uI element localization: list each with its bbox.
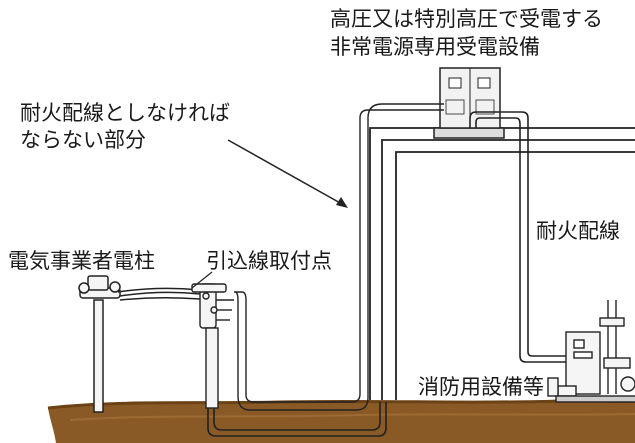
fireproof-wiring-line bbox=[469, 111, 568, 363]
utility-pole bbox=[78, 275, 201, 413]
equipment-label-line1: 高圧又は特別高圧で受電する bbox=[330, 7, 603, 31]
service-point-leader bbox=[191, 271, 213, 289]
fire-pump-equipment bbox=[547, 300, 635, 403]
fire-equipment-label: 消防用設備等 bbox=[418, 375, 544, 399]
service-point-label: 引込線取付点 bbox=[206, 249, 332, 273]
pointer-arrow bbox=[227, 139, 348, 208]
building bbox=[369, 127, 635, 400]
fireproof-wiring-label: 耐火配線 bbox=[536, 219, 620, 243]
equipment-label-line2: 非常電源専用受電設備 bbox=[330, 35, 540, 59]
underground-conduit bbox=[207, 330, 387, 437]
service-drop-line bbox=[234, 103, 444, 411]
service-entrance-structure bbox=[191, 283, 234, 409]
fireproof-required-label-line2: ならない部分 bbox=[20, 128, 146, 152]
utility-pole-label: 電気事業者電柱 bbox=[8, 249, 155, 273]
power-receiving-equipment bbox=[433, 67, 505, 139]
fireproof-required-label-line1: 耐火配線としなければ bbox=[20, 101, 230, 125]
